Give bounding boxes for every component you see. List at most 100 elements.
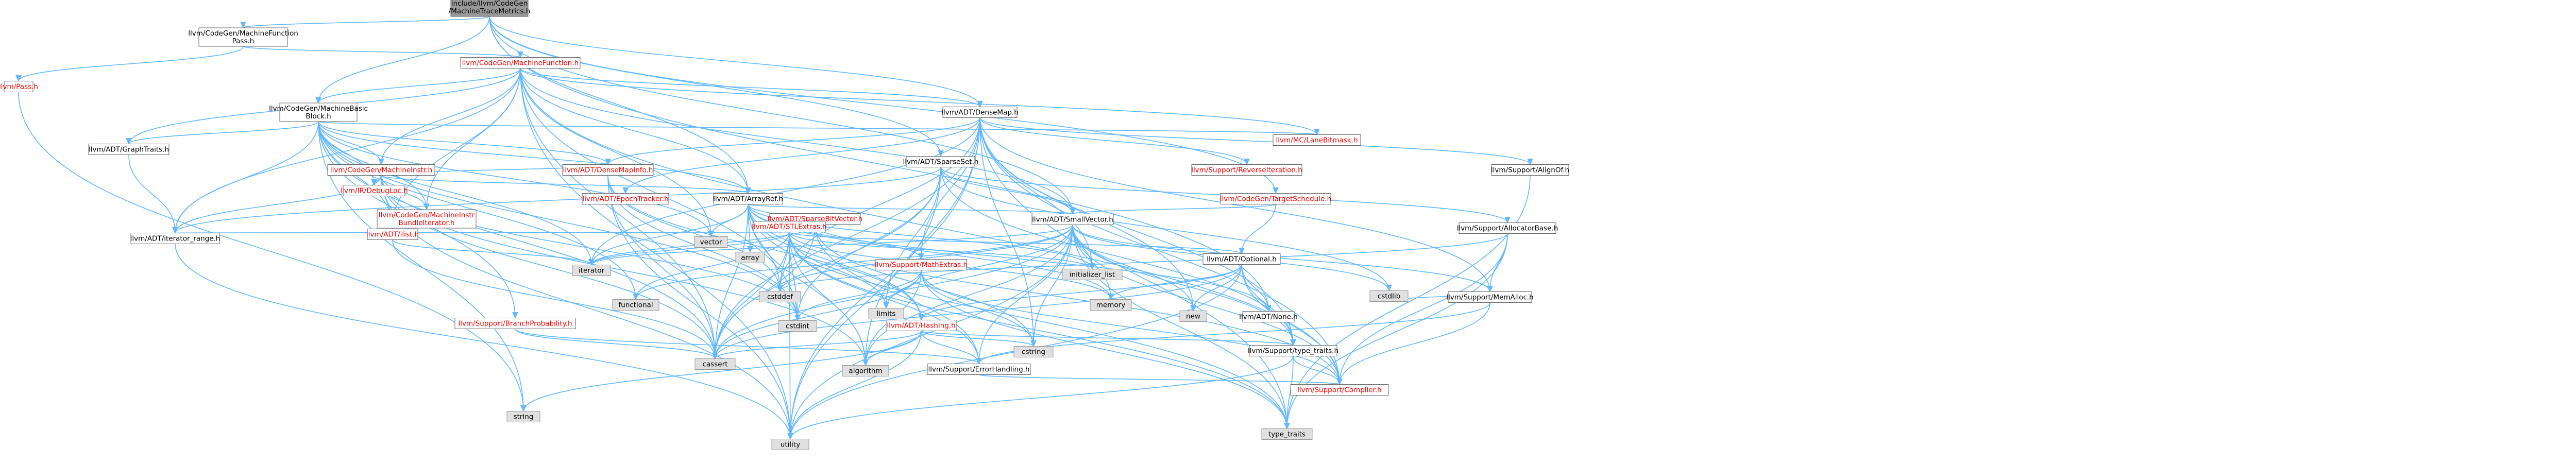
node-graphtraits[interactable]: llvm/ADT/GraphTraits.h — [88, 144, 170, 155]
node-typetraitsstd[interactable]: type_traits — [1261, 428, 1313, 440]
node-label-debugloc: llvm/IR/DebugLoc.h — [340, 187, 408, 195]
node-label-memory: memory — [1096, 301, 1125, 310]
node-box-cstddef — [759, 291, 801, 302]
edge-mbb-to-iterrange — [175, 121, 319, 233]
node-box-tschedule — [1220, 193, 1331, 204]
node-box-mbb — [279, 102, 358, 122]
node-iterator[interactable]: iterator — [572, 265, 611, 276]
node-optional[interactable]: llvm/ADT/Optional.h — [1202, 253, 1281, 265]
edge-stlextras-to-typetraitsstd — [789, 232, 1287, 429]
edge-densemap-to-cstring — [979, 117, 1033, 347]
node-label-algorithm: algorithm — [849, 367, 882, 375]
node-array[interactable]: array — [735, 252, 765, 263]
node-mathextras[interactable]: llvm/Support/MathExtras.h — [875, 259, 968, 270]
edge-optional-to-typetraits — [1241, 264, 1293, 346]
node-string[interactable]: string — [506, 411, 540, 422]
node-epochtracker[interactable]: llvm/ADT/EpochTracker.h — [582, 193, 669, 204]
node-box-array — [735, 252, 765, 263]
edge-densemap-to-utility — [790, 117, 980, 439]
edge-typetraits-to-utility — [790, 356, 1294, 439]
edge-stlextras-to-functional — [636, 232, 790, 300]
node-memalloc[interactable]: llvm/Support/MemAlloc.h — [1446, 291, 1534, 303]
edge-mathextras-to-cassert — [715, 270, 922, 359]
node-compiler[interactable]: llvm/Support/Compiler.h — [1290, 384, 1389, 396]
node-allocbase[interactable]: llvm/Support/AllocatorBase.h — [1457, 222, 1558, 234]
edge-stlextras-to-iterrange — [175, 232, 790, 233]
node-mfunc[interactable]: llvm/CodeGen/MachineFunction.h — [460, 57, 581, 68]
node-box-revit — [1191, 164, 1302, 176]
node-box-pass — [4, 81, 33, 92]
node-sparseset[interactable]: llvm/ADT/SparseSet.h — [903, 156, 979, 167]
edge-mathextras-to-limits — [886, 270, 922, 308]
node-label-optional: llvm/ADT/Optional.h — [1207, 255, 1277, 264]
edge-memalloc-to-errhandling — [979, 302, 1490, 364]
node-vector[interactable]: vector — [694, 236, 728, 248]
node-hashing[interactable]: llvm/ADT/Hashing.h — [886, 320, 957, 331]
node-none[interactable]: llvm/ADT/None.h — [1239, 311, 1298, 322]
node-label-root: include/llvm/CodeGen — [451, 0, 528, 8]
node-box-cassert — [694, 358, 736, 370]
node-pass[interactable]: llvm/Pass.h — [0, 81, 38, 92]
edge-mfunc-to-vector — [520, 68, 711, 237]
node-cassert[interactable]: cassert — [694, 358, 736, 370]
edge-sparseset-to-utility — [790, 167, 941, 439]
edge-stlextras-to-optional — [789, 231, 1242, 254]
node-minstr[interactable]: llvm/CodeGen/MachineInstr.h — [327, 164, 435, 176]
node-iterrange[interactable]: llvm/ADT/iterator_range.h — [130, 233, 221, 244]
node-label-memalloc: llvm/Support/MemAlloc.h — [1446, 294, 1533, 302]
node-bundleiter[interactable]: llvm/CodeGen/MachineInstrBundleIterator.… — [377, 209, 477, 229]
node-box-iterrange — [130, 233, 220, 244]
edge-mfunc-to-arrayref — [520, 68, 748, 194]
node-cstring[interactable]: cstring — [1013, 346, 1054, 357]
edge-densemap-to-compiler — [979, 117, 1340, 385]
node-alignof[interactable]: llvm/Support/AlignOf.h — [1491, 164, 1569, 176]
edge-minstr-to-iterrange — [175, 175, 382, 233]
edge-typetraits-to-compiler — [1293, 356, 1340, 385]
node-algorithm[interactable]: algorithm — [842, 365, 889, 376]
node-tschedule[interactable]: llvm/CodeGen/TargetSchedule.h — [1220, 193, 1331, 204]
node-box-errhandling — [927, 364, 1031, 375]
node-branchprob[interactable]: llvm/Support/BranchProbability.h — [454, 318, 576, 329]
node-label-compiler: llvm/Support/Compiler.h — [1297, 386, 1381, 394]
edge-optional-to-hashing — [921, 264, 1242, 320]
node-new[interactable]: new — [1179, 311, 1207, 322]
edge-allocbase-to-memalloc — [1490, 233, 1508, 292]
edge-ilist-to-iterator — [392, 239, 591, 265]
edge-hashing-to-string — [523, 331, 922, 411]
node-cstdlib[interactable]: cstdlib — [1369, 290, 1409, 302]
node-memory[interactable]: memory — [1090, 299, 1132, 311]
node-revit[interactable]: llvm/Support/ReverseIteration.h — [1191, 164, 1302, 176]
node-label-iterrange: llvm/ADT/iterator_range.h — [130, 235, 221, 243]
node-cstdint[interactable]: cstdint — [778, 320, 817, 332]
node-typetraits[interactable]: llvm/Support/type_traits.h — [1248, 345, 1338, 356]
edge-mfpass-to-mfunc — [243, 46, 520, 58]
node-stlextras[interactable]: llvm/ADT/STLExtras.h — [752, 221, 827, 232]
node-label-array: array — [741, 254, 759, 262]
node-initlist[interactable]: initializer_list — [1062, 269, 1123, 280]
edge-mfunc-to-compiler — [520, 68, 1340, 385]
node-cstddef[interactable]: cstddef — [759, 291, 801, 302]
node-limits[interactable]: limits — [868, 308, 904, 319]
node-densemapinfo[interactable]: llvm/ADT/DenseMapInfo.h — [562, 164, 654, 176]
node-mclanebitmask[interactable]: llvm/MC/LaneBitmask.h — [1273, 134, 1361, 146]
node-utility[interactable]: utility — [771, 439, 809, 450]
node-box-smallvector — [1031, 214, 1114, 225]
node-label-mbb: llvm/CodeGen/MachineBasic — [269, 105, 368, 113]
edge-sparseset-to-cstdlib — [940, 167, 1389, 291]
edge-smallvector-to-new — [1072, 225, 1193, 311]
node-box-new — [1179, 311, 1207, 322]
node-ilist[interactable]: llvm/ADT/ilist.h — [366, 229, 419, 240]
node-errhandling[interactable]: llvm/Support/ErrorHandling.h — [927, 364, 1031, 375]
node-smallvector[interactable]: llvm/ADT/SmallVector.h — [1031, 214, 1114, 225]
edge-smallvector-to-cstddef — [780, 225, 1073, 291]
node-debugloc[interactable]: llvm/IR/DebugLoc.h — [340, 185, 408, 196]
edge-branchprob-to-cassert — [515, 329, 715, 359]
node-arrayref[interactable]: llvm/ADT/ArrayRef.h — [713, 193, 783, 204]
node-functional[interactable]: functional — [612, 299, 659, 311]
node-densemap[interactable]: llvm/ADT/DenseMap.h — [941, 107, 1019, 118]
node-root[interactable]: include/llvm/CodeGen/MachineTraceMetrics… — [449, 0, 531, 17]
edge-densemap-to-densemapinfo — [608, 117, 980, 165]
node-label-string: string — [514, 413, 534, 421]
